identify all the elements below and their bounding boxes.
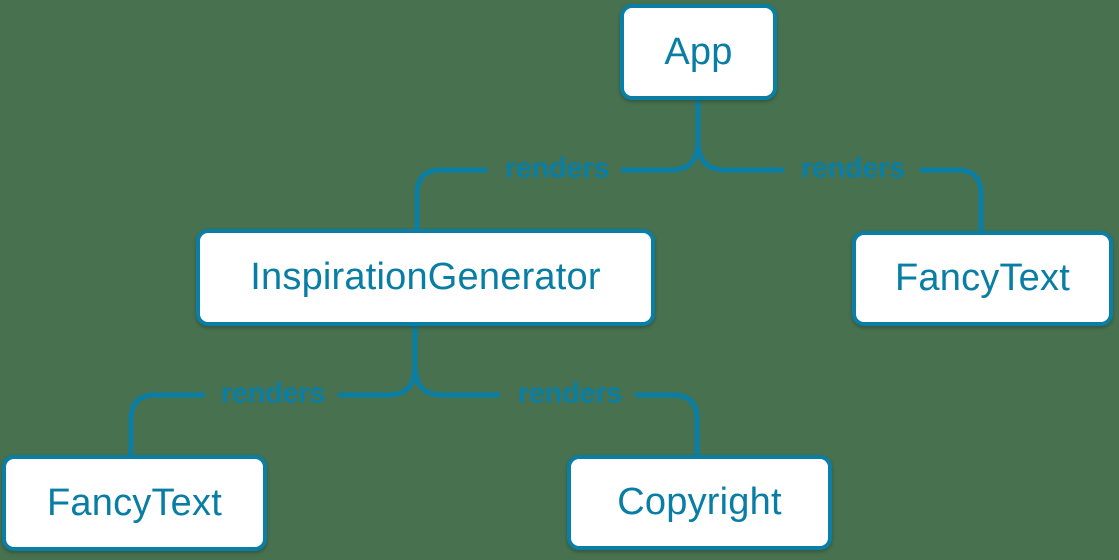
edge-app-inspiration-left xyxy=(620,97,701,173)
edge-app-fancytext-left-of-label xyxy=(695,97,785,173)
edge-label-inspiration-copyright: renders xyxy=(517,377,623,410)
edge-app-inspiration-right-of-label xyxy=(414,167,488,232)
edge-label-app-inspiration: renders xyxy=(504,152,610,185)
node-app: App xyxy=(620,4,777,100)
node-copyright: Copyright xyxy=(567,455,832,550)
node-fancy-text-right: FancyText xyxy=(852,231,1113,326)
node-app-label: App xyxy=(664,30,733,73)
node-fancy-text-right-label: FancyText xyxy=(895,257,1070,299)
edge-inspiration-copyright-right xyxy=(634,392,700,458)
node-inspiration-generator: InspirationGenerator xyxy=(196,229,655,326)
edge-label-inspiration-fancytext: renders xyxy=(220,377,326,410)
edge-app-fancytext-right xyxy=(919,167,984,234)
node-fancy-text-bottom-label: FancyText xyxy=(47,481,222,524)
node-fancy-text-bottom: FancyText xyxy=(2,455,267,551)
edge-inspiration-fancytext-right-of-label xyxy=(337,323,418,398)
node-copyright-label: Copyright xyxy=(617,481,782,523)
edge-label-app-fancytext: renders xyxy=(800,152,906,185)
edge-inspiration-fancytext-left xyxy=(128,392,206,458)
edge-inspiration-copyright-left-of-label xyxy=(412,323,501,398)
node-inspiration-generator-label: InspirationGenerator xyxy=(250,256,601,298)
